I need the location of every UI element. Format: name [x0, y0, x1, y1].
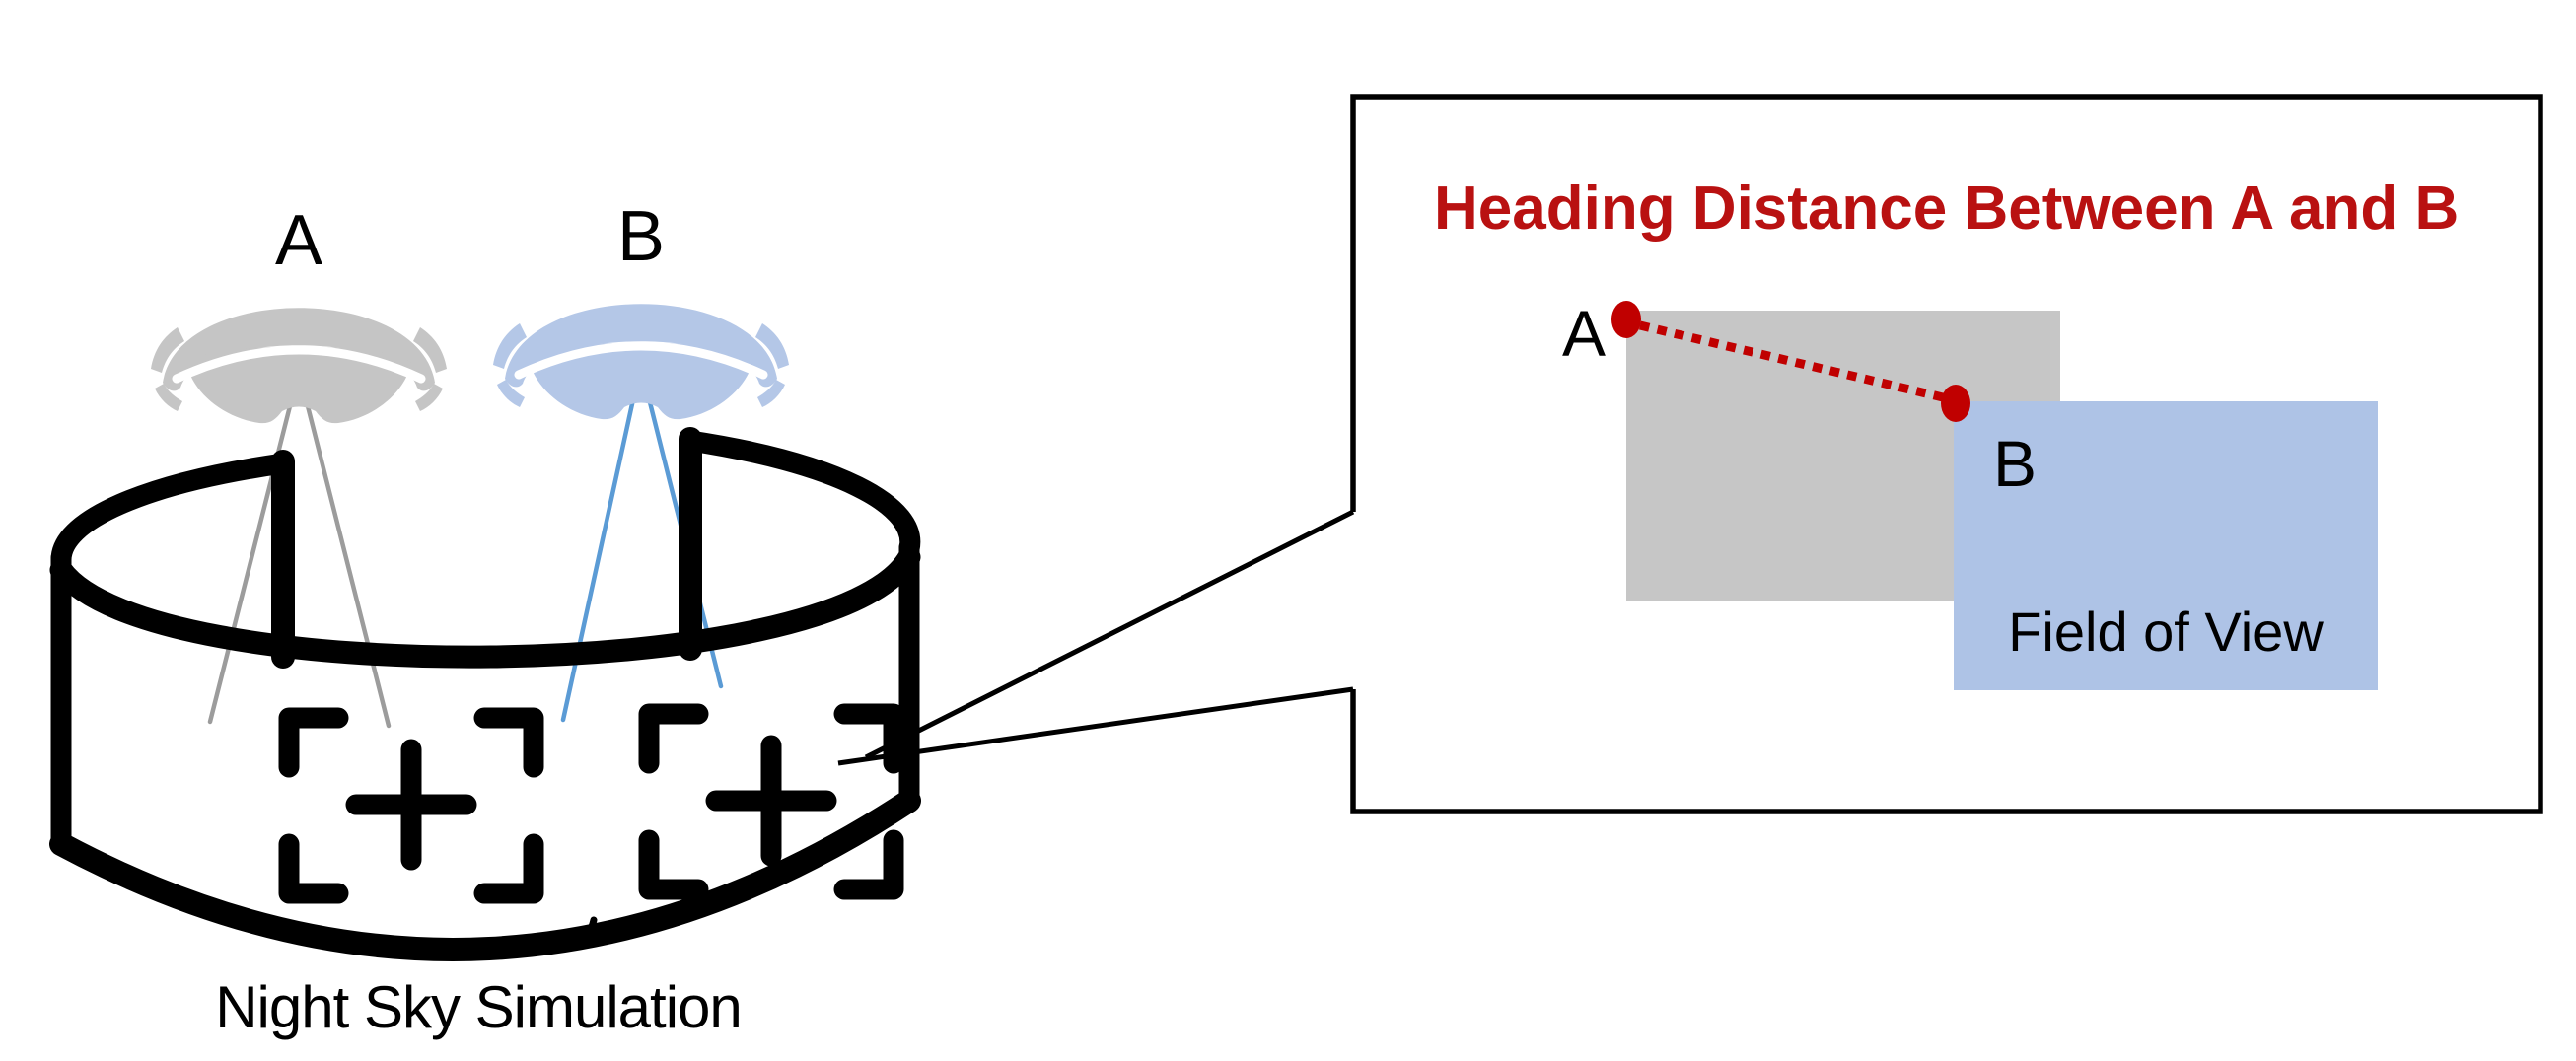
simulation-figure: A B Night Sky Simulation: [49, 197, 921, 1040]
fov-rect-b: [1954, 401, 2378, 690]
heading-distance-callout: Heading Distance Between A and B A B Fie…: [837, 94, 2543, 814]
callout-box-border: [1350, 94, 2543, 814]
fov-label: Field of View: [2008, 601, 2324, 663]
headset-a-icon: [151, 308, 447, 423]
frustum-line-a-left: [207, 391, 296, 725]
frustum-line-b-left: [560, 388, 638, 723]
headset-b-icon: [493, 304, 789, 419]
marker-dot-a: [1611, 301, 1641, 338]
frustum-line-a-right: [302, 391, 392, 729]
cylinder-front-rim: [49, 545, 921, 669]
cylinder-back-rim-left: [50, 453, 294, 571]
marker-dot-b: [1941, 385, 1970, 422]
reticle-b-icon: [649, 714, 894, 889]
cylinder-bottom-edge: [49, 789, 921, 961]
cylinder-small-tick: [571, 916, 598, 949]
point-b-label: B: [1993, 427, 2037, 500]
callout-title: Heading Distance Between A and B: [1434, 175, 2459, 243]
reticle-a-icon: [289, 718, 534, 893]
simulation-caption: Night Sky Simulation: [215, 974, 742, 1040]
cylinder-back-rim-right: [680, 430, 921, 560]
callout-leader-line-lower: [837, 686, 1354, 766]
point-a-label: A: [1562, 297, 1606, 370]
callout-leader-line-upper: [864, 509, 1355, 760]
simulation-cylinder: [49, 427, 921, 961]
user-b-label: B: [617, 197, 665, 276]
user-a-label: A: [275, 201, 322, 280]
